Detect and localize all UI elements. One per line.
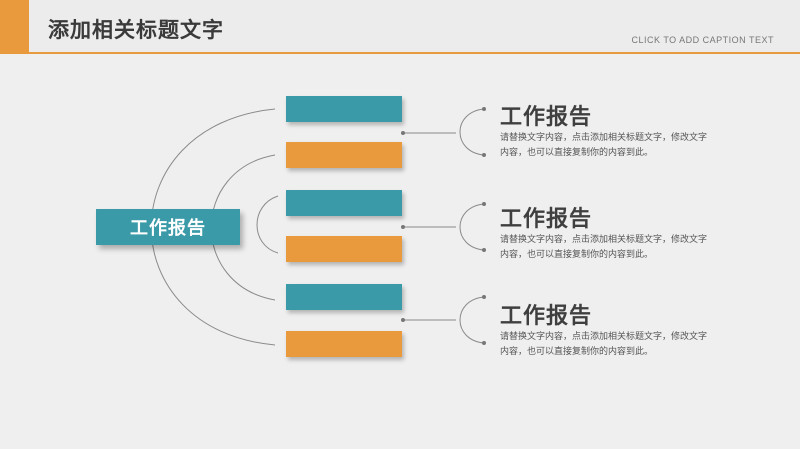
center-label-box[interactable]: 工作报告 (96, 209, 240, 245)
bar-3[interactable] (286, 190, 402, 216)
item-desc-3[interactable]: 请替换文字内容，点击添加相关标题文字，修改文字内容，也可以直接复制你的内容到此。 (500, 332, 708, 357)
caption-text[interactable]: CLICK TO ADD CAPTION TEXT (631, 35, 774, 45)
slide-header: 添加相关标题文字 CLICK TO ADD CAPTION TEXT (0, 0, 800, 54)
item-title-3[interactable]: 工作报告 (500, 304, 593, 329)
slide-title[interactable]: 添加相关标题文字 (48, 18, 224, 42)
inner-arc (256, 195, 279, 254)
bar-2[interactable] (286, 142, 402, 168)
item-title-1[interactable]: 工作报告 (500, 105, 593, 130)
bar-5[interactable] (286, 284, 402, 310)
header-accent-bar (0, 0, 29, 54)
bar-1[interactable] (286, 96, 402, 122)
item-desc-2[interactable]: 请替换文字内容，点击添加相关标题文字，修改文字内容，也可以直接复制你的内容到此。 (500, 235, 708, 260)
bar-4[interactable] (286, 236, 402, 262)
bar-6[interactable] (286, 331, 402, 357)
item-title-2[interactable]: 工作报告 (500, 207, 593, 232)
item-desc-1[interactable]: 请替换文字内容，点击添加相关标题文字，修改文字内容，也可以直接复制你的内容到此。 (500, 133, 708, 158)
